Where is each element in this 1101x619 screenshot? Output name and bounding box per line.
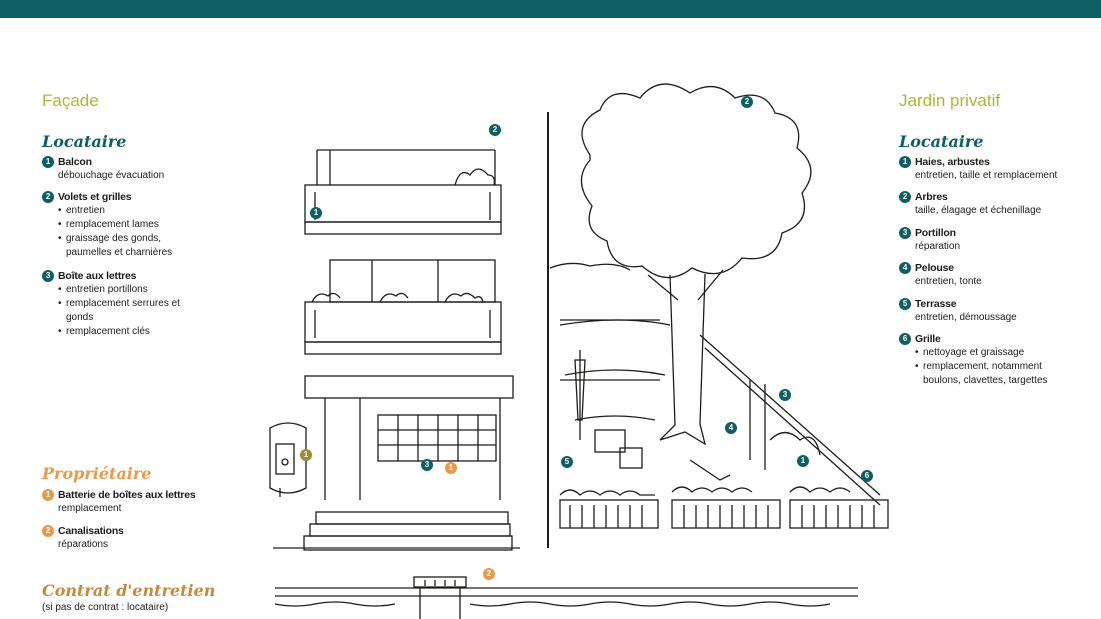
marker-balcon: 1 [310, 207, 322, 219]
meter-box-drawing [269, 422, 307, 497]
marker-canalisations: 2 [483, 568, 495, 580]
marker-grille: 6 [861, 470, 873, 482]
marker-batterie: 1 [445, 462, 457, 474]
number-badge: 1 [42, 156, 54, 168]
bullet-item: nettoyage et graissage [915, 346, 1089, 360]
bullet-item: entretien portillons [58, 283, 232, 297]
marker-portillon: 3 [779, 389, 791, 401]
contrat-note: (si pas de contrat : locataire) [42, 602, 169, 613]
number-badge: 3 [42, 270, 54, 282]
item-title: Haies, arbustes [915, 156, 990, 168]
item-title: Volets et grilles [58, 191, 132, 203]
number-badge: 1 [899, 156, 911, 168]
facade-item-volets: 2 Volets et grilles entretien remplacemen… [42, 190, 232, 260]
item-title: Grille [915, 333, 941, 345]
item-title: Batterie de boîtes aux lettres [58, 489, 196, 501]
number-badge: 5 [899, 298, 911, 310]
item-title: Arbres [915, 191, 948, 203]
number-badge: 3 [899, 227, 911, 239]
facade-item-balcon: 1 Balcon débouchage évacuation [42, 155, 232, 183]
item-desc: entretien, taille et remplacement [915, 170, 1058, 181]
front-fence-drawing [559, 486, 889, 529]
number-badge: 2 [42, 191, 54, 203]
jardin-item-grille: 6 Grille nettoyage et graissage remplacem… [899, 332, 1089, 388]
jardin-title: Jardin privatif [899, 91, 1001, 110]
item-desc: taille, élagage et échenillage [915, 205, 1042, 216]
item-desc: entretien, tonte [915, 276, 982, 287]
marker-haies: 1 [797, 455, 809, 467]
tree-drawing [580, 83, 812, 446]
jardin-locataire-label: Locataire [899, 132, 984, 151]
marker-boite: 3 [421, 459, 433, 471]
item-title: Balcon [58, 156, 92, 168]
number-badge: 6 [899, 333, 911, 345]
bullet-item: remplacement, notamment boulons, clavett… [915, 360, 1073, 388]
item-title: Portillon [915, 227, 956, 239]
terrace-furniture-drawing [574, 350, 731, 481]
marker-terrasse: 5 [561, 456, 573, 468]
marker-arbres: 2 [741, 96, 753, 108]
facade-prop-item-batterie: 1 Batterie de boîtes aux lettres remplace… [42, 488, 242, 516]
balcony-middle-drawing [304, 259, 502, 355]
bullet-item: remplacement serrures et gonds [58, 297, 196, 325]
facade-locataire-label: Locataire [42, 132, 127, 151]
item-title: Terrasse [915, 298, 957, 310]
jardin-item-arbres: 2 Arbres taille, élagage et échenillage [899, 190, 1089, 218]
marker-contrat-meter: 1 [300, 449, 312, 461]
number-badge: 4 [899, 262, 911, 274]
item-title: Boîte aux lettres [58, 270, 137, 282]
item-desc: réparation [915, 241, 961, 252]
bullet-item: remplacement lames [58, 218, 232, 232]
marker-volets: 2 [489, 124, 501, 136]
item-desc: entretien, démoussage [915, 312, 1017, 323]
jardin-item-pelouse: 4 Pelouse entretien, tonte [899, 261, 1089, 289]
facade-prop-item-canalisations: 2 Canalisations réparations [42, 524, 242, 552]
header-banner [0, 0, 1101, 18]
facade-title: Façade [42, 91, 99, 110]
number-badge: 2 [899, 191, 911, 203]
balcony-top-drawing [304, 149, 502, 235]
marker-pelouse: 4 [725, 422, 737, 434]
jardin-item-portillon: 3 Portillon réparation [899, 226, 1089, 254]
bullet-item: entretien [58, 204, 232, 218]
jardin-item-haies: 1 Haies, arbustes entretien, taille et re… [899, 155, 1089, 183]
contrat-label: Contrat d'entretien [42, 581, 216, 600]
pipe-drawing [274, 576, 858, 619]
item-title: Pelouse [915, 262, 954, 274]
number-badge: 1 [42, 489, 54, 501]
facade-proprietaire-label: Propriétaire [42, 464, 152, 483]
entrance-drawing [273, 375, 520, 551]
item-desc: réparations [58, 539, 109, 550]
hedge-background-drawing [549, 262, 671, 421]
item-title: Canalisations [58, 525, 124, 537]
jardin-item-terrasse: 5 Terrasse entretien, démoussage [899, 297, 1089, 325]
bullet-item: remplacement clés [58, 325, 232, 339]
item-desc: débouchage évacuation [58, 170, 165, 181]
side-fence-drawing [699, 334, 881, 506]
item-desc: remplacement [58, 503, 122, 514]
bullet-item: graissage des gonds, paumelles et charni… [58, 232, 206, 260]
number-badge: 2 [42, 525, 54, 537]
